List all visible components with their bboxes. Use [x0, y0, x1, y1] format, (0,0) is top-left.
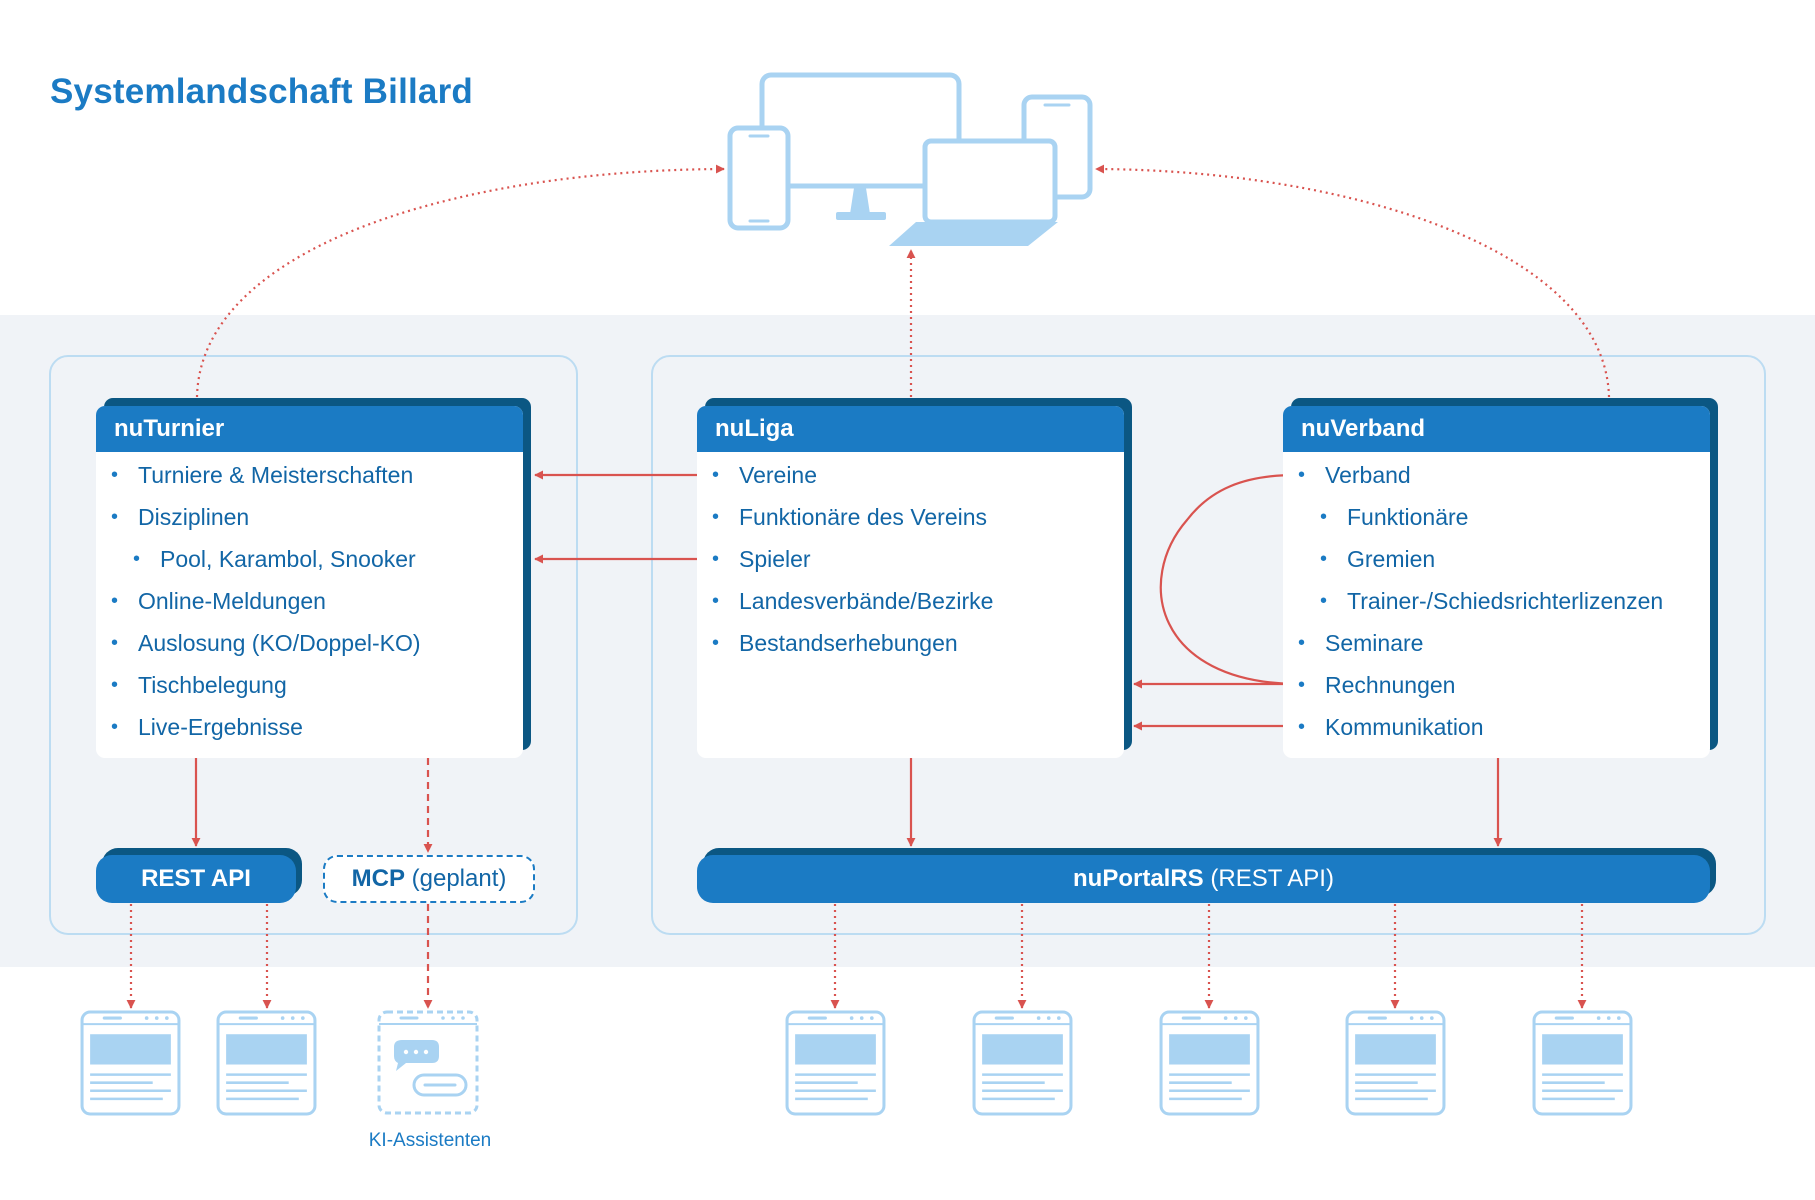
list-item: Bestandserhebungen: [712, 622, 1124, 664]
list-item: Auslosung (KO/Doppel-KO): [111, 622, 523, 664]
monitor-icon: [759, 72, 962, 220]
card-body: nuTurnier Turniere & MeisterschaftenDisz…: [96, 406, 523, 758]
list-item: Tischbelegung: [111, 664, 523, 706]
ai-assistants-caption: KI-Assistenten: [368, 1130, 492, 1151]
list-item: Funktionäre des Vereins: [712, 496, 1124, 538]
nuturnier-to-devices-arrow: [195, 164, 725, 398]
nuliga-card: nuLiga VereineFunktionäre des VereinsSpi…: [697, 398, 1132, 758]
mcp-note: (geplant): [411, 865, 507, 892]
card-body: nuVerband VerbandFunktionäreGremienTrain…: [1283, 406, 1710, 758]
nuliga-title: nuLiga: [697, 406, 1124, 452]
browser-window-icon: [1159, 1010, 1260, 1116]
nuverband-title: nuVerband: [1283, 406, 1710, 452]
browser-window-icon: [1345, 1010, 1446, 1116]
browser-window-icon: [80, 1010, 181, 1116]
rest-api-label: REST API: [141, 865, 251, 892]
browser-window-icon: [216, 1010, 317, 1116]
list-item: Spieler: [712, 538, 1124, 580]
list-item: Seminare: [1298, 622, 1710, 664]
list-item: Vereine: [712, 454, 1124, 496]
list-item: Disziplinen: [111, 496, 523, 538]
phone-icon: [727, 125, 791, 231]
list-item: Pool, Karambol, Snooker: [133, 538, 523, 580]
page-title: Systemlandschaft Billard: [50, 72, 473, 111]
list-item: Live-Ergebnisse: [111, 706, 523, 748]
card-body: nuLiga VereineFunktionäre des VereinsSpi…: [697, 406, 1124, 758]
nuturnier-card: nuTurnier Turniere & MeisterschaftenDisz…: [96, 398, 531, 758]
api-body: nuPortalRS (REST API): [697, 855, 1710, 903]
nuturnier-group: [49, 355, 578, 935]
nuverband-feature-list: VerbandFunktionäreGremienTrainer-/Schied…: [1283, 452, 1710, 748]
list-item: Trainer-/Schiedsrichterlizenzen: [1320, 580, 1710, 622]
chat-assistant-icon: [377, 1010, 479, 1115]
nuliga-feature-list: VereineFunktionäre des VereinsSpielerLan…: [697, 452, 1124, 664]
mcp-label: MCP: [351, 865, 405, 892]
nuportalrs-bar: nuPortalRS (REST API): [697, 848, 1716, 903]
rest-api-box: REST API: [96, 848, 302, 903]
portal-label: nuPortalRS: [1073, 865, 1204, 892]
browser-window-icon: [972, 1010, 1073, 1116]
portal-note: (REST API): [1210, 865, 1334, 892]
list-item: Online-Meldungen: [111, 580, 523, 622]
browser-window-icon: [1532, 1010, 1633, 1116]
client-apps: [80, 1010, 1633, 1116]
devices-illustration: [727, 72, 1093, 246]
list-item: Gremien: [1320, 538, 1710, 580]
nuverband-card: nuVerband VerbandFunktionäreGremienTrain…: [1283, 398, 1718, 758]
list-item: Landesverbände/Bezirke: [712, 580, 1124, 622]
list-item: Turniere & Meisterschaften: [111, 454, 523, 496]
nuverband-to-devices-arrow: [1095, 164, 1611, 398]
laptop-icon: [889, 138, 1058, 246]
list-item: Kommunikation: [1298, 706, 1710, 748]
nuturnier-feature-list: Turniere & MeisterschaftenDisziplinenPoo…: [96, 452, 523, 748]
list-item: Rechnungen: [1298, 664, 1710, 706]
rechnungen-to-verband-arrow: [1159, 470, 1297, 686]
nuturnier-title: nuTurnier: [96, 406, 523, 452]
mcp-box: MCP (geplant): [323, 855, 535, 903]
api-body: REST API: [96, 855, 296, 903]
list-item: Funktionäre: [1320, 496, 1710, 538]
list-item: Verband: [1298, 454, 1710, 496]
browser-window-icon: [785, 1010, 886, 1116]
